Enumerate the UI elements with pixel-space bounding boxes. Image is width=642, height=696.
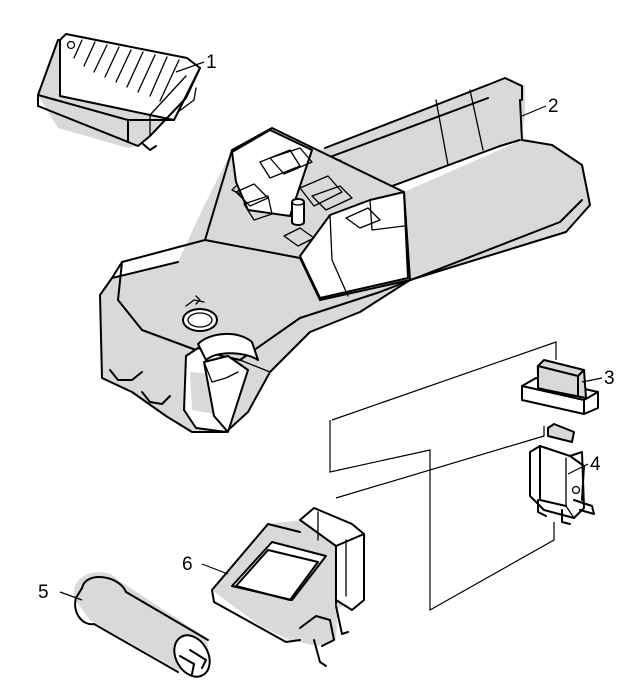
part-capacitor [73, 572, 211, 678]
label-5: 5 [38, 582, 49, 603]
label-4: 4 [590, 454, 601, 475]
label-1: 1 [206, 52, 217, 73]
part-switch-cap [521, 359, 599, 415]
part-top-cover [37, 33, 201, 151]
part-labels: 1 2 3 4 5 6 [38, 52, 615, 603]
callout-lines [59, 61, 603, 612]
label-3: 3 [604, 368, 615, 389]
part-housing [99, 77, 591, 433]
label-2: 2 [548, 96, 559, 117]
part-switch [529, 423, 595, 525]
part-capacitor-holder [211, 507, 366, 667]
label-6: 6 [182, 554, 193, 575]
